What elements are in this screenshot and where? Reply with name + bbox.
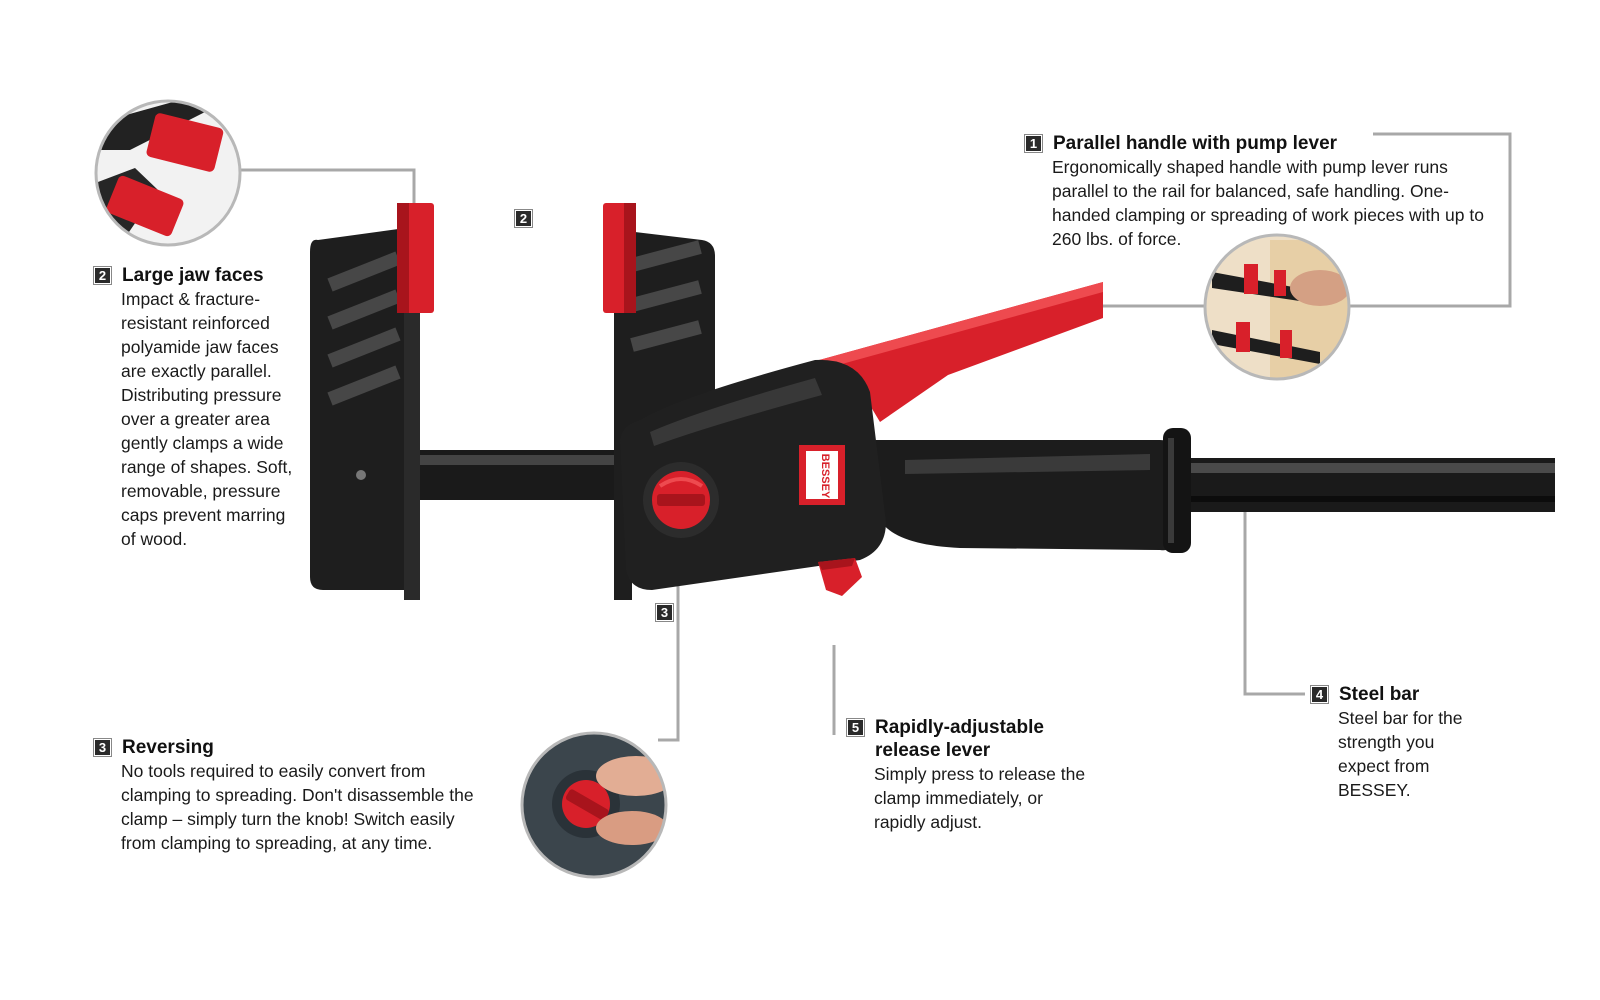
callout-title: Reversing [122, 737, 214, 758]
callout-number-badge: 2 [93, 266, 112, 285]
brand-label: BESSEY [799, 445, 845, 505]
callout-title: Parallel handle with pump lever [1053, 133, 1338, 154]
callout-description: Steel bar for the strength you expect fr… [1338, 708, 1463, 800]
handle-detail [1203, 233, 1351, 381]
jaw-number-tag: 2 [514, 209, 533, 228]
callout-title: Rapidly-adjustable release lever [875, 717, 1044, 761]
knob-detail [520, 731, 668, 879]
clamp-body: BESSEY [620, 359, 886, 596]
callout-number-badge: 1 [1024, 134, 1043, 153]
callout-number-badge: 4 [1310, 685, 1329, 704]
callout-description: No tools required to easily convert from… [121, 761, 474, 853]
brand-logo-text: BESSEY [819, 454, 831, 499]
callout-jaw-faces: 2 Large jaw faces Impact & fracture-resi… [93, 264, 313, 551]
callout-number-badge: 5 [846, 718, 865, 737]
callout-title: Large jaw faces [122, 265, 264, 286]
callout-reversing: 3 Reversing No tools required to easily … [93, 736, 483, 855]
callout-steel-bar: 4 Steel bar Steel bar for the strength y… [1310, 683, 1470, 802]
fixed-jaw [310, 203, 434, 600]
parallel-handle [872, 428, 1191, 553]
callout-description: Simply press to release the clamp immedi… [874, 764, 1086, 832]
callout-title: Steel bar [1339, 684, 1420, 705]
callout-description: Impact & fracture-resistant reinforced p… [121, 289, 293, 549]
knob-number-tag: 3 [655, 603, 674, 622]
reversing-knob [643, 462, 719, 538]
callout-number-badge: 3 [93, 738, 112, 757]
jaw-cap-detail [94, 99, 242, 247]
pump-lever [812, 282, 1103, 422]
steel-bar [405, 450, 1555, 512]
callout-description: Ergonomically shaped handle with pump le… [1052, 157, 1484, 249]
callout-parallel-handle: 1 Parallel handle with pump lever Ergono… [1024, 132, 1494, 251]
callout-release-lever: 5 Rapidly-adjustable release lever Simpl… [846, 716, 1106, 834]
